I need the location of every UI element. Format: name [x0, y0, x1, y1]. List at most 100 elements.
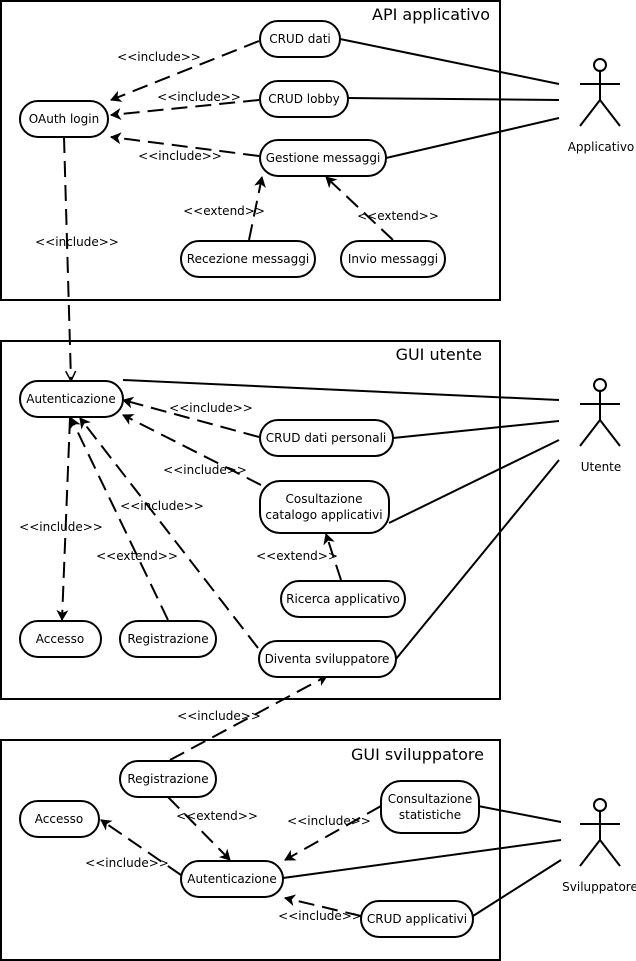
- label-include: <<include>>: [35, 235, 119, 249]
- assoc-gestione-messaggi: [385, 117, 560, 159]
- label-extend: <<extend>>: [176, 809, 258, 823]
- dep-oauth-autenticazione: [63, 136, 71, 381]
- dep-recezione-gestione: [248, 176, 266, 241]
- svg-text:Autenticazione: Autenticazione: [26, 392, 115, 406]
- usecase-crud-lobby[interactable]: CRUD lobby: [259, 80, 349, 118]
- svg-text:CRUD applicativi: CRUD applicativi: [367, 912, 467, 926]
- dep-invio-gestione: [325, 176, 394, 241]
- dep-crud-dati-oauth: [110, 40, 260, 102]
- assoc-crud-applicativi: [472, 859, 562, 917]
- svg-text:Ricerca applicativo: Ricerca applicativo: [286, 592, 400, 606]
- boundary-gui-dev-title: GUI sviluppatore: [351, 745, 484, 764]
- actor-head-icon: [593, 798, 607, 812]
- dep-registrazione-d-aut: [167, 796, 231, 861]
- dep-crud-lobby-oauth: [110, 99, 260, 120]
- dep-registrazione-diventa: [169, 675, 328, 761]
- assoc-catalogo: [388, 439, 560, 524]
- usecase-consultazione-statistiche[interactable]: Consultazione statistiche: [380, 780, 480, 834]
- dep-registrazione-aut: [69, 417, 169, 621]
- svg-text:Gestione messaggi: Gestione messaggi: [266, 151, 381, 165]
- usecase-crud-dati-personali[interactable]: CRUD dati personali: [259, 419, 394, 457]
- boundary-api-title: API applicativo: [372, 5, 490, 24]
- dep-aut-accesso-d: [100, 819, 182, 876]
- boundary-api: API applicativo: [0, 0, 501, 301]
- actor-applicativo-label: Applicativo: [568, 140, 635, 154]
- label-extend: <<extend>>: [96, 549, 178, 563]
- assoc-crud-dati: [339, 38, 560, 85]
- label-include: <<include>>: [138, 149, 222, 163]
- label-include: <<include>>: [120, 499, 204, 513]
- usecase-oauth-login[interactable]: OAuth login: [19, 100, 109, 138]
- usecase-gestione-messaggi[interactable]: Gestione messaggi: [259, 139, 387, 177]
- actor-utente[interactable]: Utente: [579, 378, 622, 474]
- dependencies: [56, 40, 394, 917]
- label-include: <<include>>: [177, 709, 261, 723]
- svg-text:Cosultazione: Cosultazione: [286, 492, 363, 506]
- label-include: <<include>>: [117, 50, 201, 64]
- actor-applicativo[interactable]: Applicativo: [568, 58, 635, 154]
- svg-text:Invio messaggi: Invio messaggi: [348, 252, 438, 266]
- svg-text:CRUD dati: CRUD dati: [269, 32, 331, 46]
- svg-text:Autenticazione: Autenticazione: [187, 872, 276, 886]
- usecase-crud-dati[interactable]: CRUD dati: [259, 20, 341, 58]
- usecase-recezione-messaggi[interactable]: Recezione messaggi: [180, 240, 316, 278]
- boundary-gui-user: GUI utente: [0, 340, 501, 700]
- actor-head-icon: [593, 58, 607, 72]
- label-include: <<include>>: [85, 856, 169, 870]
- dep-aut-accesso: [56, 417, 71, 621]
- label-extend: <<extend>>: [256, 549, 338, 563]
- usecase-accesso-sviluppatore[interactable]: Accesso: [19, 800, 100, 838]
- usecase-invio-messaggi[interactable]: Invio messaggi: [340, 240, 446, 278]
- assoc-statistiche: [477, 805, 562, 823]
- svg-text:Registrazione: Registrazione: [127, 632, 208, 646]
- svg-text:statistiche: statistiche: [399, 808, 461, 822]
- actor-head-icon: [593, 378, 607, 392]
- label-include: <<include>>: [278, 909, 362, 923]
- assoc-autenticazione-d: [282, 839, 562, 879]
- svg-text:CRUD lobby: CRUD lobby: [268, 92, 340, 106]
- dep-ricerca-catalogo: [323, 533, 342, 581]
- svg-text:CRUD dati personali: CRUD dati personali: [266, 431, 387, 445]
- actor-sviluppatore[interactable]: Sviluppatore: [562, 798, 636, 894]
- svg-text:Accesso: Accesso: [36, 632, 84, 646]
- actor-utente-label: Utente: [581, 460, 622, 474]
- svg-text:OAuth login: OAuth login: [29, 112, 99, 126]
- dep-diventa-aut: [79, 417, 259, 649]
- usecase-accesso-utente[interactable]: Accesso: [19, 620, 102, 658]
- actor-sviluppatore-label: Sviluppatore: [562, 880, 636, 894]
- label-include: <<include>>: [169, 401, 253, 415]
- dep-catalogo-aut: [122, 414, 262, 486]
- svg-text:Consultazione: Consultazione: [388, 792, 473, 806]
- assoc-crud-lobby: [347, 97, 560, 101]
- svg-text:Recezione messaggi: Recezione messaggi: [187, 252, 309, 266]
- usecase-autenticazione-utente[interactable]: Autenticazione: [19, 380, 124, 418]
- label-include: <<include>>: [157, 90, 241, 104]
- label-include: <<include>>: [287, 814, 371, 828]
- svg-text:catalogo applicativi: catalogo applicativi: [265, 508, 382, 522]
- assoc-diventa-sviluppatore: [395, 459, 560, 660]
- usecase-registrazione-utente[interactable]: Registrazione: [119, 620, 217, 658]
- assoc-autenticazione-u: [122, 379, 560, 401]
- label-include: <<include>>: [19, 520, 103, 534]
- svg-text:Accesso: Accesso: [35, 812, 83, 826]
- dep-crud-applicativi-aut: [284, 894, 362, 917]
- usecase-diventa-sviluppatore[interactable]: Diventa sviluppatore: [258, 640, 397, 678]
- label-include: <<include>>: [163, 463, 247, 477]
- svg-text:Registrazione: Registrazione: [127, 772, 208, 786]
- label-extend: <<extend>>: [357, 209, 439, 223]
- svg-text:Diventa sviluppatore: Diventa sviluppatore: [265, 652, 390, 666]
- usecase-registrazione-sviluppatore[interactable]: Registrazione: [119, 760, 217, 798]
- usecase-consultazione-catalogo[interactable]: Cosultazione catalogo applicativi: [259, 480, 390, 534]
- label-extend: <<extend>>: [183, 204, 265, 218]
- boundary-gui-user-title: GUI utente: [396, 345, 482, 364]
- usecase-ricerca-applicativo[interactable]: Ricerca applicativo: [280, 580, 406, 618]
- usecase-autenticazione-sviluppatore[interactable]: Autenticazione: [180, 860, 284, 898]
- usecase-crud-applicativi[interactable]: CRUD applicativi: [360, 900, 474, 938]
- stereotype-labels: <<include>> <<include>> <<include>> <<ex…: [19, 50, 439, 923]
- dep-gestione-oauth: [110, 132, 260, 157]
- assoc-crud-dati-personali: [392, 420, 560, 439]
- dep-statistiche-aut: [284, 805, 382, 861]
- boundary-gui-dev: GUI sviluppatore: [0, 739, 501, 961]
- associations: [122, 38, 562, 917]
